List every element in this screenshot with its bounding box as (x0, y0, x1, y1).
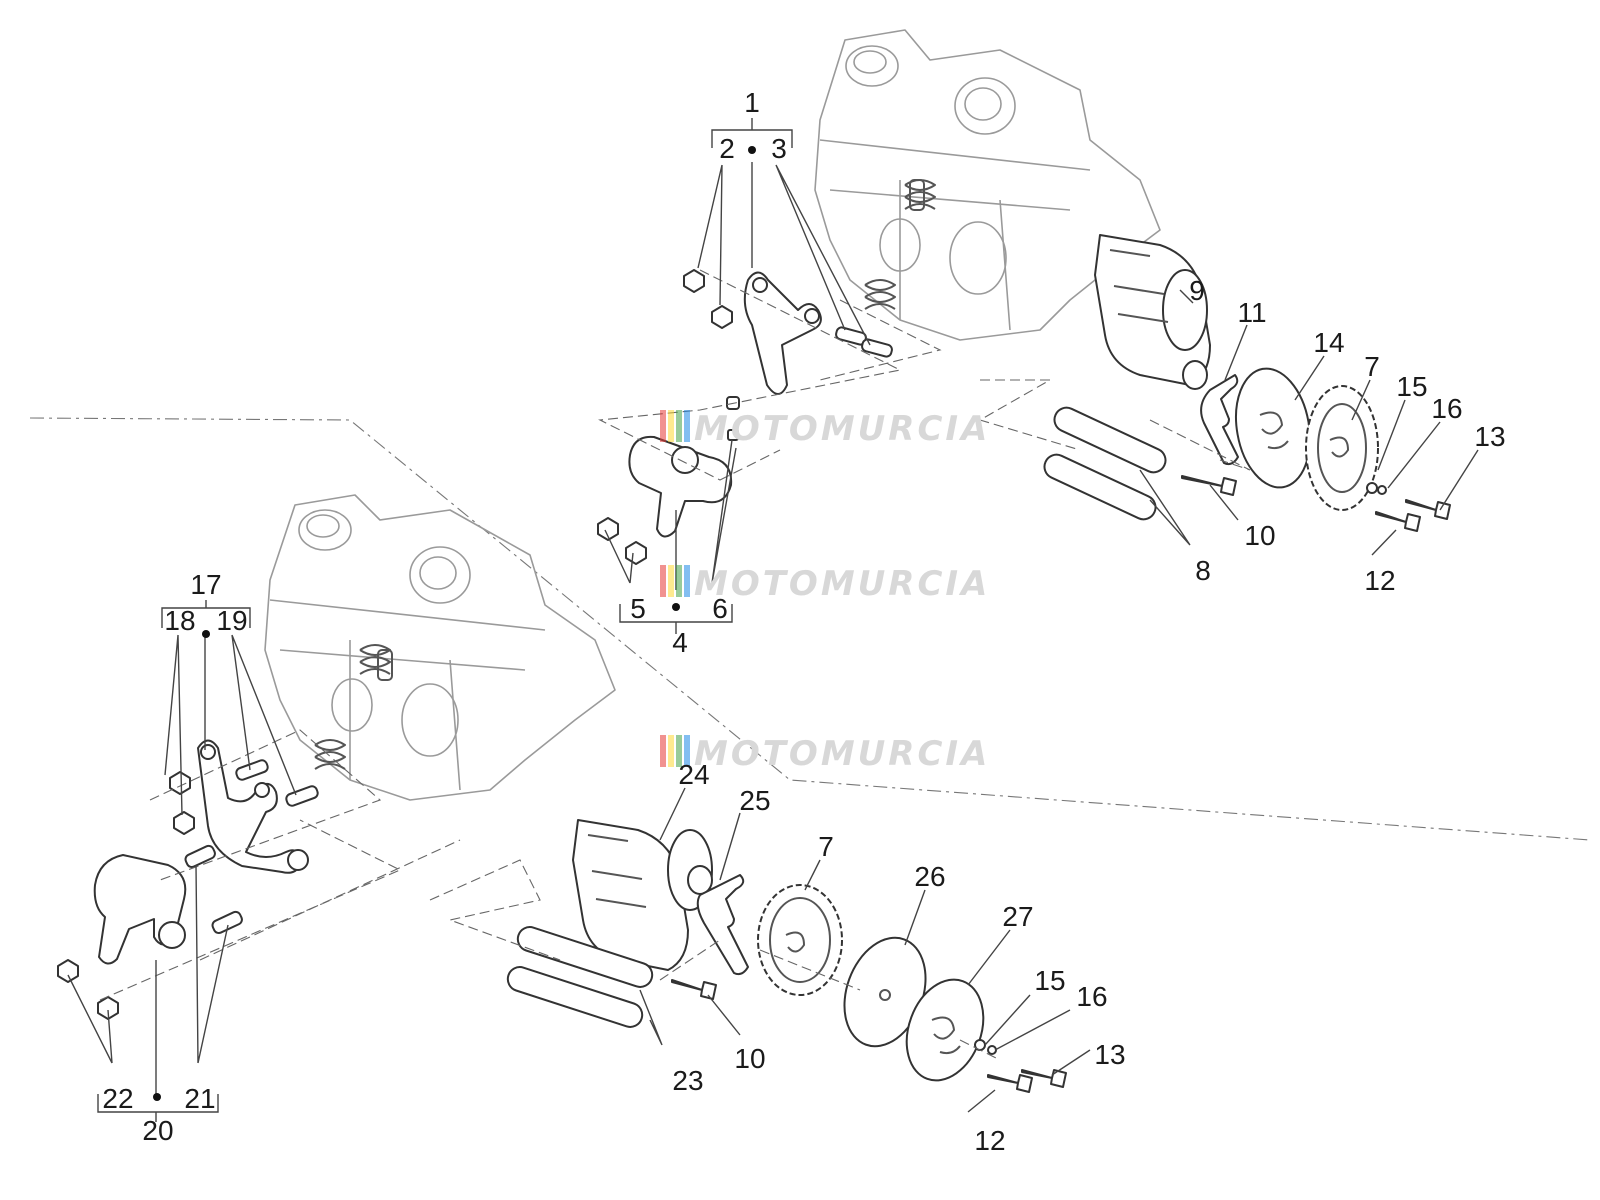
divider-centerline (29, 417, 1591, 841)
bracket-group-4 (619, 603, 733, 634)
lower-camshaft (572, 819, 713, 971)
upper-pins (1043, 406, 1167, 521)
upper-bolts (1181, 475, 1451, 532)
callout-16-lower: 16 (1076, 981, 1107, 1012)
lower-pins (506, 926, 654, 1028)
watermark-1: MOTOMURCIA (660, 409, 990, 449)
lower-cylinder-head (264, 494, 616, 801)
callout-3: 3 (771, 133, 787, 164)
callout-20: 20 (142, 1115, 173, 1146)
callout-12-upper: 12 (1364, 565, 1395, 596)
callout-27: 27 (1002, 901, 1033, 932)
callout-23: 23 (672, 1065, 703, 1096)
callout-19: 19 (216, 605, 247, 636)
callout-13-upper: 13 (1474, 421, 1505, 452)
lower-decompressor-plate (696, 874, 749, 976)
callout-10-lower: 10 (734, 1043, 765, 1074)
callout-16-upper: 16 (1431, 393, 1462, 424)
lower-cam-disc-27 (905, 978, 985, 1082)
callout-15-lower: 15 (1034, 965, 1065, 996)
upper-rocker-arm (743, 271, 822, 395)
callout-1: 1 (744, 87, 760, 118)
bracket-group-20 (97, 1093, 219, 1122)
callout-5: 5 (630, 593, 646, 624)
lower-guide-lines (99, 729, 1001, 1061)
callout-14: 14 (1313, 327, 1344, 358)
callout-8: 8 (1195, 555, 1211, 586)
lower-rocker-arm-2 (93, 854, 187, 965)
lower-bolts (671, 979, 1067, 1093)
lower-nuts (57, 771, 195, 1020)
callout-15-upper: 15 (1396, 371, 1427, 402)
upper-camshaft (1094, 234, 1211, 390)
callout-24: 24 (678, 759, 709, 790)
upper-cam-disc (1235, 367, 1311, 489)
callout-9: 9 (1189, 275, 1205, 306)
upper-cam-sprocket (1305, 385, 1379, 511)
callout-22: 22 (102, 1083, 133, 1114)
callout-4: 4 (672, 627, 688, 658)
callout-2: 2 (719, 133, 735, 164)
watermark-3: MOTOMURCIA (660, 734, 990, 774)
callout-17: 17 (190, 569, 221, 600)
upper-decompressor-plate (1200, 374, 1239, 466)
watermark-text-2: MOTOMURCIA (694, 564, 990, 604)
bracket-group-17 (161, 600, 251, 638)
callout-10-upper: 10 (1244, 520, 1275, 551)
callout-6: 6 (712, 593, 728, 624)
callout-21: 21 (184, 1083, 215, 1114)
watermark-2: MOTOMURCIA (660, 564, 990, 604)
upper-rocker-arm-2 (628, 435, 733, 538)
lower-adjuster-screws (184, 759, 319, 935)
bracket-group-1 (711, 118, 793, 154)
upper-adjuster-screws (726, 326, 893, 441)
callout-11: 11 (1237, 297, 1266, 328)
callout-25: 25 (739, 785, 770, 816)
callout-18: 18 (164, 605, 195, 636)
upper-guide-lines (598, 269, 1251, 481)
watermark-text-1: MOTOMURCIA (694, 409, 990, 449)
lower-rocker-arm (197, 739, 309, 874)
upper-nuts (597, 269, 733, 565)
callout-7-upper: 7 (1364, 351, 1380, 382)
callout-12-lower: 12 (974, 1125, 1005, 1156)
callout-labels: 1 2 3 9 11 14 7 15 16 13 10 12 8 5 6 4 1… (102, 87, 1505, 1156)
leader-lines (67, 162, 1479, 1113)
callout-7-lower: 7 (818, 831, 834, 862)
watermark-text-3: MOTOMURCIA (694, 734, 990, 774)
callout-26: 26 (914, 861, 945, 892)
callout-13-lower: 13 (1094, 1039, 1125, 1070)
lower-cam-sprocket (757, 884, 843, 996)
